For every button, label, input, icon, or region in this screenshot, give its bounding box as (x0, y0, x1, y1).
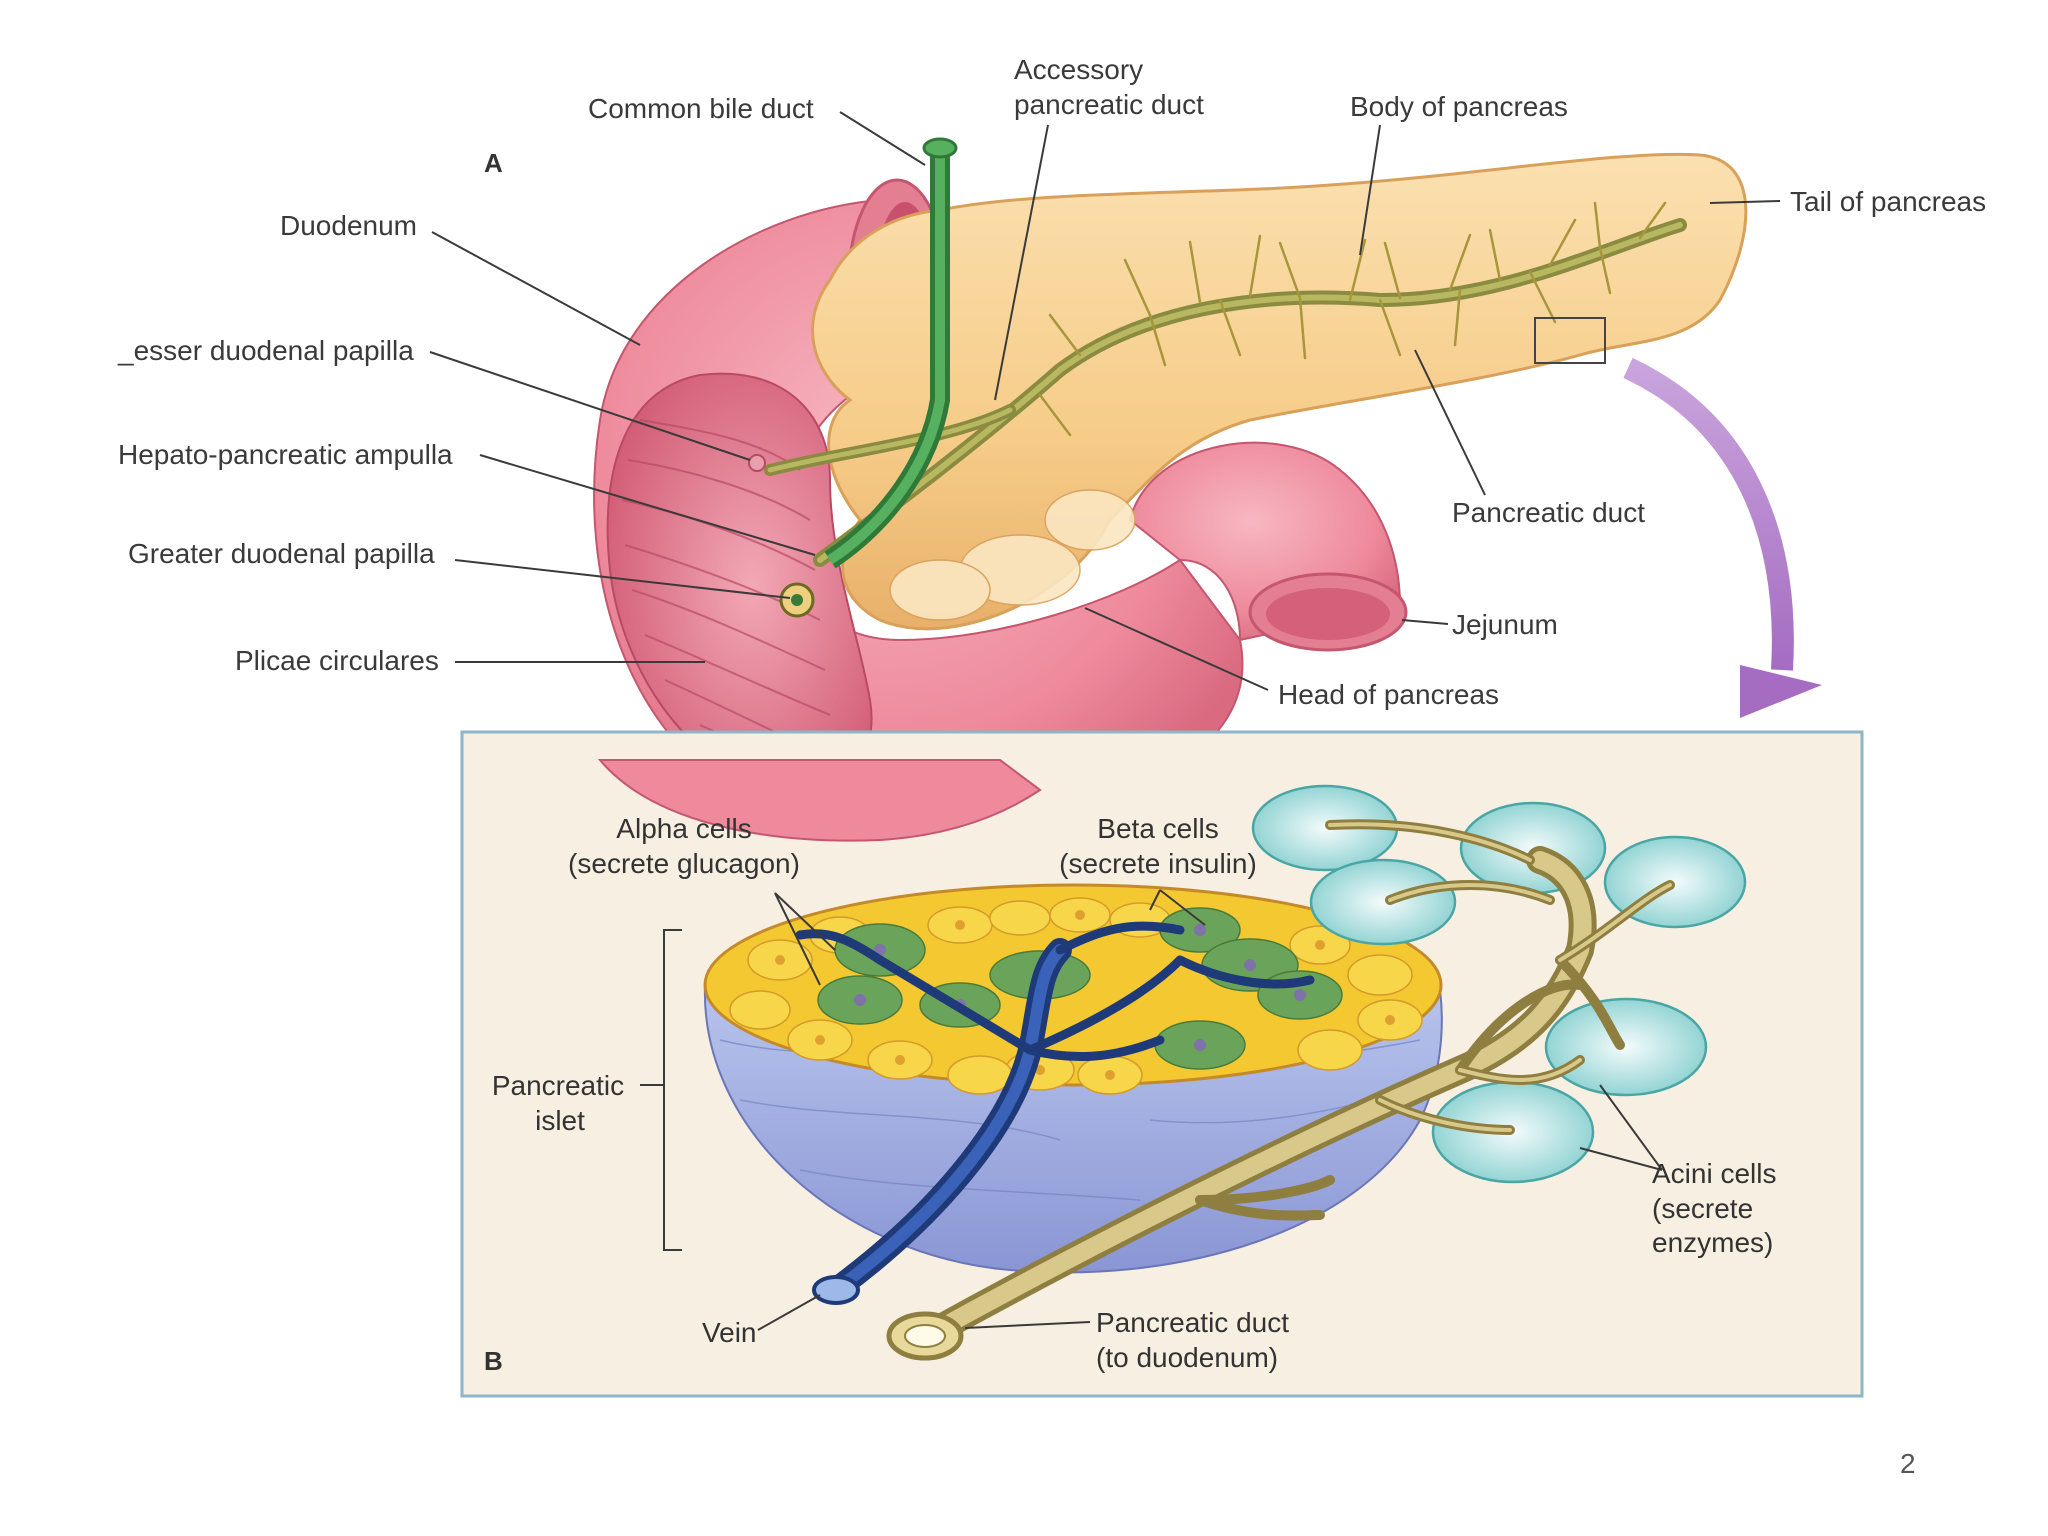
label-lesser-papilla: _esser duodenal papilla (117, 335, 414, 366)
islet-bracket (640, 929, 682, 1251)
inset-duct-shape (886, 819, 1675, 1361)
panel-b: Alpha cells (secrete glucagon) Beta cell… (460, 730, 1864, 1398)
panel-b-leader-lines (757, 889, 1663, 1331)
label-acini-1: Acini cells (1652, 1158, 1776, 1189)
label-alpha-1: Alpha cells (616, 813, 751, 844)
vein-shape (795, 921, 1315, 1305)
pancreatic-duct-shape (764, 201, 1687, 567)
zoom-arrow (1623, 358, 1822, 718)
label-acini-2: (secrete (1652, 1193, 1753, 1224)
label-islet-1: Pancreatic (492, 1070, 624, 1101)
label-plicae: Plicae circulares (235, 645, 439, 676)
common-bile-duct-shape (824, 137, 958, 569)
panel-b-letter: B (484, 1346, 503, 1376)
label-accessory-duct-2: pancreatic duct (1014, 89, 1204, 120)
label-accessory-duct-1: Accessory (1014, 54, 1143, 85)
label-common-bile-duct: Common bile duct (588, 93, 814, 124)
label-acini-3: enzymes) (1652, 1227, 1773, 1258)
label-head-of-pancreas: Head of pancreas (1278, 679, 1499, 710)
label-islet-2: islet (535, 1105, 585, 1136)
greater-papilla-dot (779, 582, 815, 618)
label-hepato-ampulla: Hepato-pancreatic ampulla (118, 439, 453, 470)
label-duodenum: Duodenum (280, 210, 417, 241)
duodenum-overlap (597, 759, 1042, 842)
pancreas-shape (811, 152, 1748, 631)
label-duct-1: Pancreatic duct (1096, 1307, 1289, 1338)
panel-a: A Common bile duct Accessory pancreatic … (117, 54, 1986, 833)
label-vein: Vein (702, 1317, 757, 1348)
label-body-of-pancreas: Body of pancreas (1350, 91, 1568, 122)
label-pancreatic-duct: Pancreatic duct (1452, 497, 1645, 528)
label-duct-2: (to duodenum) (1096, 1342, 1278, 1373)
panel-a-letter: A (484, 148, 503, 178)
label-greater-papilla: Greater duodenal papilla (128, 538, 435, 569)
label-beta-2: (secrete insulin) (1059, 848, 1257, 879)
label-jejunum: Jejunum (1452, 609, 1558, 640)
lesser-papilla-dot (748, 454, 766, 472)
page-number: 2 (1900, 1448, 1916, 1479)
magnify-box (1534, 317, 1606, 364)
jejunum-shape (1128, 441, 1408, 652)
label-beta-1: Beta cells (1097, 813, 1218, 844)
islet-shape (703, 883, 1443, 1274)
label-alpha-2: (secrete glucagon) (568, 848, 800, 879)
panel-a-leader-lines (429, 111, 1781, 691)
label-tail-of-pancreas: Tail of pancreas (1790, 186, 1986, 217)
